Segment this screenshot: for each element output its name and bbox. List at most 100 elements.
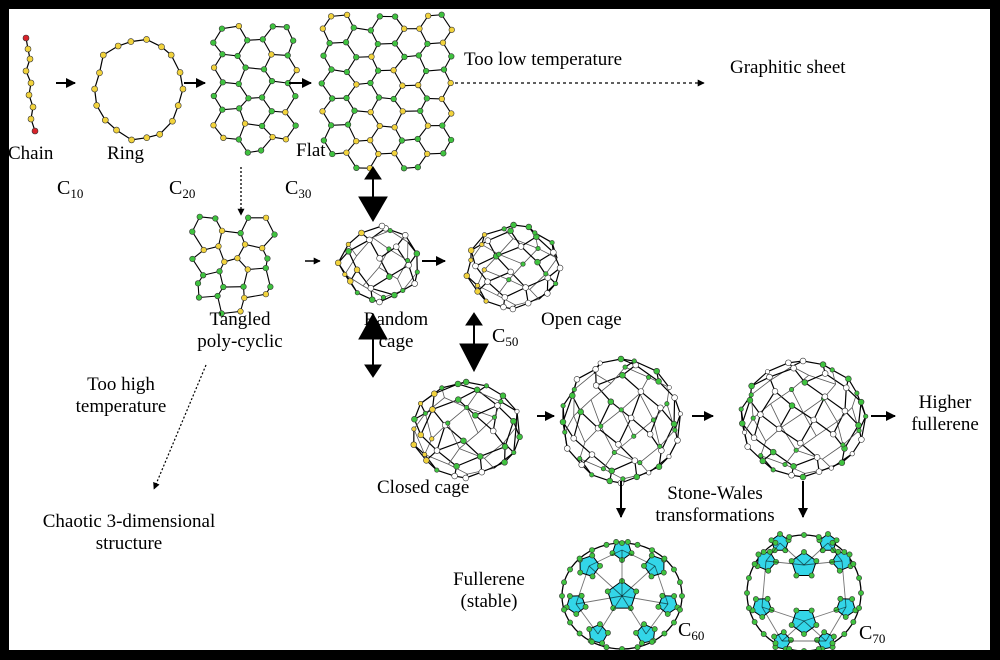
atom [22, 67, 30, 75]
atom [259, 36, 266, 43]
atom [622, 364, 628, 370]
label-chain: Chain [9, 143, 54, 164]
atom [391, 40, 399, 47]
atom [467, 247, 475, 254]
atom [760, 631, 767, 637]
atom [532, 230, 538, 236]
label-open-cage: Open cage [541, 309, 622, 330]
atom [855, 422, 862, 429]
atom [785, 359, 792, 366]
atom [525, 299, 532, 307]
atom [26, 55, 34, 63]
formula-c70-symbol: C [859, 622, 873, 644]
atom [483, 298, 489, 304]
atom [768, 537, 775, 544]
formula-c50-subscript: 50 [505, 334, 519, 349]
atom [631, 358, 637, 364]
formula-c60-subscript: 60 [691, 628, 705, 643]
atom [738, 406, 744, 412]
atom [405, 258, 411, 264]
atom [358, 229, 365, 237]
atom [830, 633, 837, 640]
atom [808, 572, 815, 579]
atom [655, 463, 663, 470]
atom [174, 102, 182, 109]
atom [829, 367, 835, 373]
atom [514, 408, 520, 414]
label-too-high-temperature: Too high temperature [61, 374, 181, 418]
atom [782, 462, 788, 468]
atom [431, 390, 438, 397]
c60-fullerene [559, 539, 685, 650]
atom [550, 249, 557, 256]
atom [562, 429, 568, 435]
atom [677, 606, 683, 613]
atom [375, 67, 382, 74]
atom [589, 472, 595, 478]
atom [670, 420, 678, 428]
atom [400, 165, 408, 172]
atom [829, 539, 836, 546]
atom [789, 387, 795, 393]
atom [424, 122, 432, 129]
flat-sheet-molecule [318, 11, 455, 172]
atom [664, 401, 670, 407]
atom [271, 231, 278, 238]
atom [525, 223, 532, 231]
atom [510, 417, 517, 425]
atom [770, 448, 777, 456]
atom [353, 164, 360, 171]
atom [608, 467, 615, 475]
atom [99, 51, 107, 59]
atom [447, 136, 455, 144]
atom [517, 243, 525, 250]
label-chaotic-line1: Chaotic 3-dimensional [42, 511, 216, 532]
atom [415, 82, 422, 89]
atom [411, 426, 417, 432]
atom [849, 596, 856, 602]
atom [589, 573, 596, 580]
atom [329, 95, 336, 102]
atom [196, 213, 203, 220]
atom [850, 619, 857, 625]
atom [27, 115, 35, 123]
atom [586, 626, 593, 632]
atom [245, 214, 252, 221]
atom [522, 284, 529, 291]
atom [490, 427, 497, 435]
atom [429, 406, 436, 413]
formula-c60-symbol: C [678, 619, 692, 641]
atom [746, 397, 754, 404]
label-tangled: Tangled poly-cyclic [185, 309, 295, 353]
formula-c20: C20 [169, 177, 195, 202]
atom [766, 373, 773, 381]
atom [156, 130, 164, 138]
atom [258, 94, 266, 101]
label-higher-line2: fullerene [911, 413, 979, 435]
atom [241, 241, 249, 248]
label-fullerene-line2: (stable) [460, 590, 518, 612]
atom [375, 150, 382, 158]
label-random-line1: Random [363, 309, 429, 330]
atom [235, 80, 242, 88]
atom [391, 150, 398, 157]
atom [318, 80, 325, 87]
atom [392, 13, 399, 20]
atom [801, 549, 807, 555]
label-stone-line1: Stone-Wales [667, 483, 763, 504]
atom [399, 108, 406, 115]
atom [788, 472, 795, 479]
atom [801, 532, 807, 538]
atom [841, 631, 848, 637]
atom [613, 539, 620, 545]
atom [559, 593, 565, 599]
atom [828, 465, 834, 471]
atom [25, 91, 33, 99]
atom [648, 552, 655, 559]
atom [376, 13, 383, 20]
atom [759, 457, 766, 465]
atom [262, 214, 270, 221]
atom [815, 646, 822, 650]
atom [598, 423, 604, 429]
atom [424, 150, 431, 158]
